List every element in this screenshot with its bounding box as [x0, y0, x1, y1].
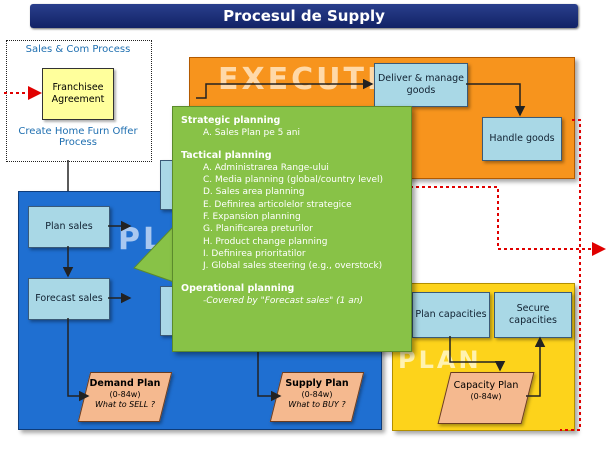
strategic-item: A. Sales Plan pe 5 ani	[203, 128, 300, 139]
operational-title: Operational planning	[181, 282, 295, 294]
demand-plan-period: (0-84w)	[109, 389, 141, 399]
demand-plan-title: Demand Plan	[89, 378, 161, 389]
supply-plan-title: Supply Plan	[285, 378, 349, 389]
capacity-plan-period: (0-84w)	[470, 391, 502, 401]
operational-note: -Covered by "Forecast sales" (1 an)	[203, 295, 363, 306]
franchisee-agreement-note[interactable]: Franchisee Agreement	[42, 68, 114, 120]
to-supply-arrow	[257, 340, 282, 402]
supply-plan-note: What to BUY ?	[288, 399, 346, 409]
demand-plan-text: Demand Plan (0-84w) What to SELL ?	[80, 378, 170, 410]
tactical-item: H. Product change planning	[203, 236, 328, 247]
plan-capacities-box[interactable]: Plan capacities	[412, 292, 490, 338]
deliver-manage-goods-box[interactable]: Deliver & manage goods	[374, 63, 468, 107]
secure-capacities-box[interactable]: Secure capacities	[494, 292, 572, 338]
tactical-title: Tactical planning	[181, 149, 272, 161]
tactical-item: I. Definirea prioritatilor	[203, 248, 306, 259]
planning-callout: Strategic planning A. Sales Plan pe 5 an…	[172, 106, 412, 352]
tactical-item: F. Expansion planning	[203, 212, 301, 223]
tactical-item: A. Administrarea Range-ului	[203, 162, 329, 173]
tactical-item: D. Sales area planning	[203, 187, 305, 198]
capacity-plan-text: Capacity Plan (0-84w)	[440, 380, 532, 402]
tactical-item: J. Global sales steering (e.g., overstoc…	[203, 261, 383, 272]
sales-process-header: Sales & Com Process	[25, 44, 131, 55]
create-offer-process: Create Home Furn Offer Process	[18, 126, 138, 148]
plan-sales-box[interactable]: Plan sales	[28, 206, 110, 248]
forecast-sales-box[interactable]: Forecast sales	[28, 278, 110, 320]
strategic-title: Strategic planning	[181, 115, 281, 126]
forecast-to-demand-arrow	[67, 318, 90, 402]
page-title: Procesul de Supply	[30, 4, 578, 28]
supply-plan-text: Supply Plan (0-84w) What to BUY ?	[272, 378, 362, 410]
plan-cap-to-capacity-arrow	[449, 336, 506, 372]
execute-label: EXECUTE	[218, 62, 391, 97]
capacity-plan-title: Capacity Plan	[453, 380, 519, 391]
handle-goods-box[interactable]: Handle goods	[482, 117, 562, 161]
capacity-to-secure-arrow	[526, 336, 546, 397]
deliver-to-handle-arrow	[466, 83, 526, 117]
tactical-item: G. Planificarea preturilor	[203, 224, 313, 235]
execute-in-arrow	[196, 78, 374, 99]
tactical-item: C. Media planning (global/country level)	[203, 175, 383, 186]
tactical-item: E. Definirea articolelor strategice	[203, 199, 352, 210]
supply-plan-period: (0-84w)	[301, 389, 333, 399]
demand-plan-note: What to SELL ?	[95, 399, 155, 409]
red-link-right	[560, 119, 581, 431]
